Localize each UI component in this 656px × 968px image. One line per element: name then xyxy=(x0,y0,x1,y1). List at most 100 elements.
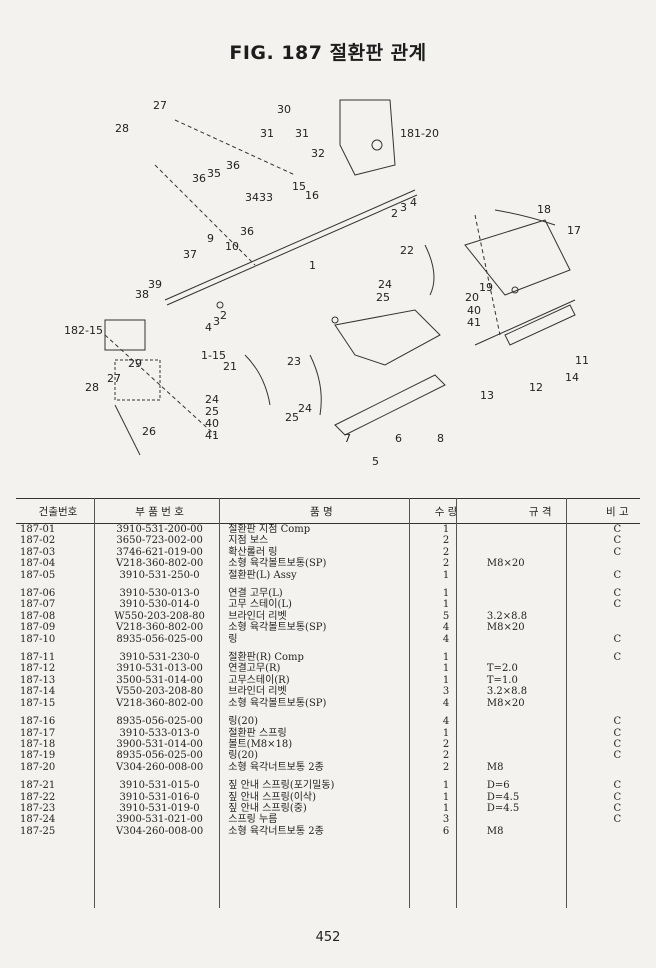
cell-part: V550-203-208-80 xyxy=(115,686,204,698)
svg-text:40: 40 xyxy=(205,417,219,430)
cell-note: C xyxy=(613,633,622,645)
cell-part: 3500-531-014-00 xyxy=(116,674,203,686)
svg-text:27: 27 xyxy=(107,372,121,385)
cell-name: 절환판(L) Assy xyxy=(228,569,297,581)
cell-spec: D=4.5 xyxy=(486,802,520,814)
cell-no: 187-01 xyxy=(20,524,56,535)
cell-no: 187-20 xyxy=(20,761,56,773)
svg-text:24: 24 xyxy=(378,278,392,291)
svg-text:39: 39 xyxy=(148,278,162,291)
cell-no: 187-25 xyxy=(20,825,56,837)
svg-text:4: 4 xyxy=(410,196,417,209)
cell-spec xyxy=(477,570,595,581)
svg-text:3: 3 xyxy=(213,315,220,328)
svg-text:31: 31 xyxy=(260,127,274,140)
svg-text:181-20: 181-20 xyxy=(400,127,439,140)
cell-qty: 2 xyxy=(442,750,450,762)
cell-part: 8935-056-025-00 xyxy=(116,716,203,728)
cell-qty: 1 xyxy=(442,599,450,611)
cell-qty: 4 xyxy=(442,697,450,709)
cell-part: V304-260-008-00 xyxy=(115,825,204,837)
cell-note: C xyxy=(613,727,622,739)
cell-spec: D=4.5 xyxy=(486,791,520,803)
cell-qty: 5 xyxy=(442,610,450,622)
cell-qty: 1 xyxy=(442,791,450,803)
cell-spec xyxy=(477,547,595,558)
diagram-svg: 27 28 30 31 31 32 181-20 15 16 2 3 4 36 … xyxy=(64,99,589,468)
svg-text:2: 2 xyxy=(220,309,227,322)
cell-name: 고무 스테이(L) xyxy=(228,599,292,611)
cell-spec xyxy=(477,524,595,536)
cell-spec xyxy=(477,728,595,739)
table-header-row: 건출번호 부 품 번 호 품 명 수 량 규 격 비 고 xyxy=(16,498,640,524)
cell-no: 187-08 xyxy=(20,610,56,622)
switch-plate-right xyxy=(464,219,571,296)
cell-no: 187-23 xyxy=(20,802,56,814)
svg-text:30: 30 xyxy=(277,103,291,116)
cell-part: 3746-621-019-00 xyxy=(116,546,203,558)
cell-spec: M8×20 xyxy=(486,697,525,709)
cell-no: 187-13 xyxy=(20,674,56,686)
svg-text:36: 36 xyxy=(240,225,254,238)
cell-spec: T=1.0 xyxy=(486,674,518,686)
cell-qty: 1 xyxy=(442,652,450,664)
cell-name: 링 xyxy=(228,633,238,645)
cell-note: C xyxy=(613,546,622,558)
cell-no: 187-19 xyxy=(20,750,56,762)
cell-no: 187-16 xyxy=(20,716,56,728)
cell-no: 187-11 xyxy=(20,652,56,664)
cell-name: 고무스테이(R) xyxy=(228,674,290,686)
cell-name: 소형 육각볼트보통(SP) xyxy=(228,558,327,570)
svg-text:11: 11 xyxy=(575,354,589,367)
cell-spec xyxy=(477,535,595,546)
cell-spec xyxy=(477,652,595,663)
svg-text:36: 36 xyxy=(192,172,206,185)
cell-part: W550-203-208-80 xyxy=(114,610,205,622)
cell-spec: T=2.0 xyxy=(486,663,518,675)
cell-no: 187-04 xyxy=(20,558,56,570)
svg-text:29: 29 xyxy=(128,357,142,370)
cell-part: V218-360-802-00 xyxy=(115,558,204,570)
svg-text:19: 19 xyxy=(479,281,493,294)
cell-name: 링(20) xyxy=(228,716,258,728)
svg-text:12: 12 xyxy=(529,381,543,394)
svg-text:27: 27 xyxy=(153,99,167,112)
cell-qty: 2 xyxy=(442,558,450,570)
cell-qty: 1 xyxy=(442,727,450,739)
cell-note xyxy=(595,698,640,709)
cell-part: 3910-531-015-0 xyxy=(119,780,200,792)
svg-text:34: 34 xyxy=(245,191,259,204)
cell-note xyxy=(595,622,640,633)
cell-no: 187-24 xyxy=(20,814,56,826)
cell-qty: 6 xyxy=(442,825,450,837)
svg-text:37: 37 xyxy=(183,248,197,261)
cell-name: 소형 육각볼트보통(SP) xyxy=(228,622,327,634)
cell-spec: M8×20 xyxy=(486,622,525,634)
svg-text:40: 40 xyxy=(467,304,481,317)
svg-text:3: 3 xyxy=(400,201,407,214)
svg-text:24: 24 xyxy=(298,402,312,415)
cell-spec xyxy=(477,750,595,761)
svg-text:35: 35 xyxy=(207,167,221,180)
svg-text:20: 20 xyxy=(465,291,479,304)
svg-text:28: 28 xyxy=(115,122,129,135)
cell-spec: M8 xyxy=(486,761,504,773)
cell-qty: 3 xyxy=(442,686,450,698)
cell-spec xyxy=(477,739,595,750)
cell-note: C xyxy=(613,524,622,535)
svg-text:25: 25 xyxy=(376,291,390,304)
svg-text:1-15: 1-15 xyxy=(201,349,226,362)
cell-part: 3650-723-002-00 xyxy=(116,535,203,547)
cell-qty: 2 xyxy=(442,535,450,547)
svg-text:41: 41 xyxy=(467,316,481,329)
cell-note xyxy=(595,826,640,837)
